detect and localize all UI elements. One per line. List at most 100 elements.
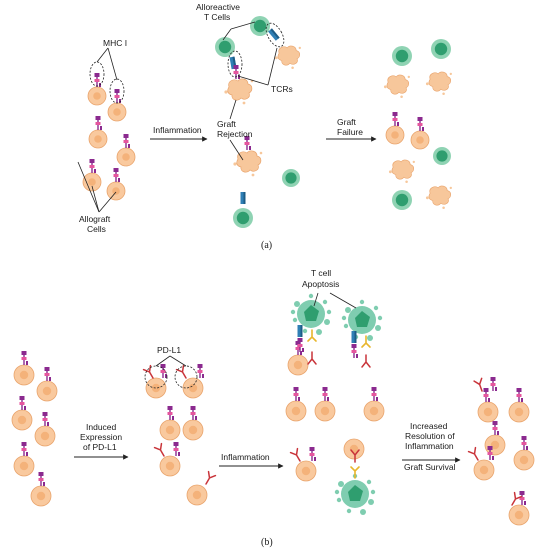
- cell-nucleus: [369, 406, 379, 416]
- mhc-b2m: [302, 348, 304, 352]
- apoptotic-nucleus: [355, 311, 370, 327]
- mhc-head: [233, 65, 239, 69]
- cell-nucleus: [514, 510, 524, 520]
- mhc-head: [44, 367, 50, 371]
- mhc-b2m: [118, 178, 120, 182]
- pd-l1-shape: [361, 354, 371, 368]
- pd-l1-shape: [307, 351, 317, 365]
- mhc-i-molecule: [21, 351, 28, 365]
- mhc-head: [293, 387, 299, 391]
- graft-cell: [285, 400, 307, 422]
- apoptotic-bleb: [370, 489, 376, 495]
- graft-cell: [88, 129, 108, 149]
- cell-nucleus: [40, 431, 50, 441]
- mhc-domain: [89, 165, 95, 168]
- mhc-domain: [167, 412, 173, 415]
- t-cell: [282, 169, 300, 187]
- mhc-b2m: [128, 144, 130, 148]
- graft-cells-b: [11, 341, 535, 526]
- apoptotic-bleb: [336, 497, 342, 503]
- mhc-b2m: [298, 397, 300, 401]
- label-inflammation-a: Inflammation: [153, 125, 202, 135]
- apoptotic-bleb: [326, 309, 332, 315]
- apoptotic-bleb: [324, 319, 330, 325]
- leader-lines-b: [155, 292, 357, 367]
- graft-cell: [343, 438, 365, 460]
- mhc-i-molecule: [89, 159, 96, 173]
- apoptotic-bleb: [338, 481, 344, 487]
- pdl1-highlight-circle: [144, 365, 168, 389]
- damaged-cell: [224, 78, 254, 105]
- mhc-domain: [44, 373, 50, 376]
- mhc-head: [483, 388, 489, 392]
- alloreactive-t-cells: [215, 16, 451, 228]
- mhc-b2m: [202, 374, 204, 378]
- mhc-i-molecule: [95, 116, 102, 130]
- cell-nucleus: [391, 131, 399, 139]
- cell-nucleus: [122, 153, 130, 161]
- pd-1-receptor: [361, 335, 371, 348]
- apoptotic-bleb: [368, 499, 374, 505]
- damaged-cell: [425, 71, 452, 95]
- debris: [405, 180, 408, 183]
- mhc-head: [297, 338, 303, 342]
- panel-a: MHC I Alloreactive T Cells TCRs Inflamma…: [77, 2, 452, 251]
- pd-l1-molecule: [511, 491, 523, 506]
- mhc-i-molecule: [160, 364, 167, 378]
- apoptotic-bleb: [375, 325, 381, 331]
- mhc-i-molecule: [490, 377, 497, 391]
- mhc-head: [38, 472, 44, 476]
- t-cell: [250, 16, 270, 36]
- mhc-i-molecule: [295, 341, 302, 355]
- apoptotic-bleb: [373, 305, 379, 311]
- label-expression: Expression: [80, 432, 122, 442]
- mhc-head: [309, 447, 315, 451]
- pd-l1-shape: [350, 449, 360, 463]
- damaged-body: [428, 71, 452, 92]
- t-cell-nucleus: [395, 49, 409, 63]
- mhc-i-molecule: [113, 168, 120, 182]
- cell-nucleus: [36, 491, 46, 501]
- mhc-head: [167, 406, 173, 410]
- debris: [274, 56, 278, 60]
- mhc-b2m: [178, 452, 180, 456]
- mhc-head: [21, 351, 27, 355]
- mhc-domain: [244, 142, 250, 145]
- mhc-b2m: [238, 75, 240, 79]
- apoptotic-bleb: [366, 479, 372, 485]
- mhc-domain: [516, 394, 522, 397]
- damaged-cell: [233, 150, 263, 177]
- mhc-domain: [322, 393, 328, 396]
- caption-b: (b): [261, 537, 273, 548]
- graft-cell: [477, 401, 499, 423]
- apoptotic-bleb: [346, 508, 352, 514]
- mhc-domain: [197, 370, 203, 373]
- mhc-head: [492, 421, 498, 425]
- apoptotic-t-cell: [334, 473, 376, 515]
- mhc-domain: [21, 357, 27, 360]
- cell-nucleus: [291, 406, 301, 416]
- graft-cell: [508, 504, 530, 526]
- pd-1-shape: [307, 329, 317, 342]
- label-resolution-of: Resolution of: [405, 431, 455, 441]
- pd-l1-shape: [153, 442, 165, 457]
- damaged-body: [236, 150, 262, 173]
- mhc-b2m: [195, 416, 197, 420]
- apoptotic-bleb: [290, 309, 296, 315]
- cell-nucleus: [301, 466, 311, 476]
- cell-nucleus: [112, 187, 120, 195]
- cell-nucleus: [165, 461, 175, 471]
- pd-l1-shape: [289, 447, 301, 462]
- debris: [400, 95, 403, 98]
- mhc-b2m: [422, 127, 424, 131]
- graft-cell: [82, 172, 102, 192]
- pd-l1-molecule: [307, 351, 317, 365]
- mhc-b2m: [492, 456, 494, 460]
- mhc-highlight-circle: [89, 61, 105, 87]
- debris: [251, 173, 255, 177]
- apoptotic-nucleus: [304, 305, 319, 321]
- debris: [242, 101, 246, 105]
- mhc-domain: [42, 418, 48, 421]
- mhc-head: [123, 134, 129, 138]
- mhc-head: [521, 436, 527, 440]
